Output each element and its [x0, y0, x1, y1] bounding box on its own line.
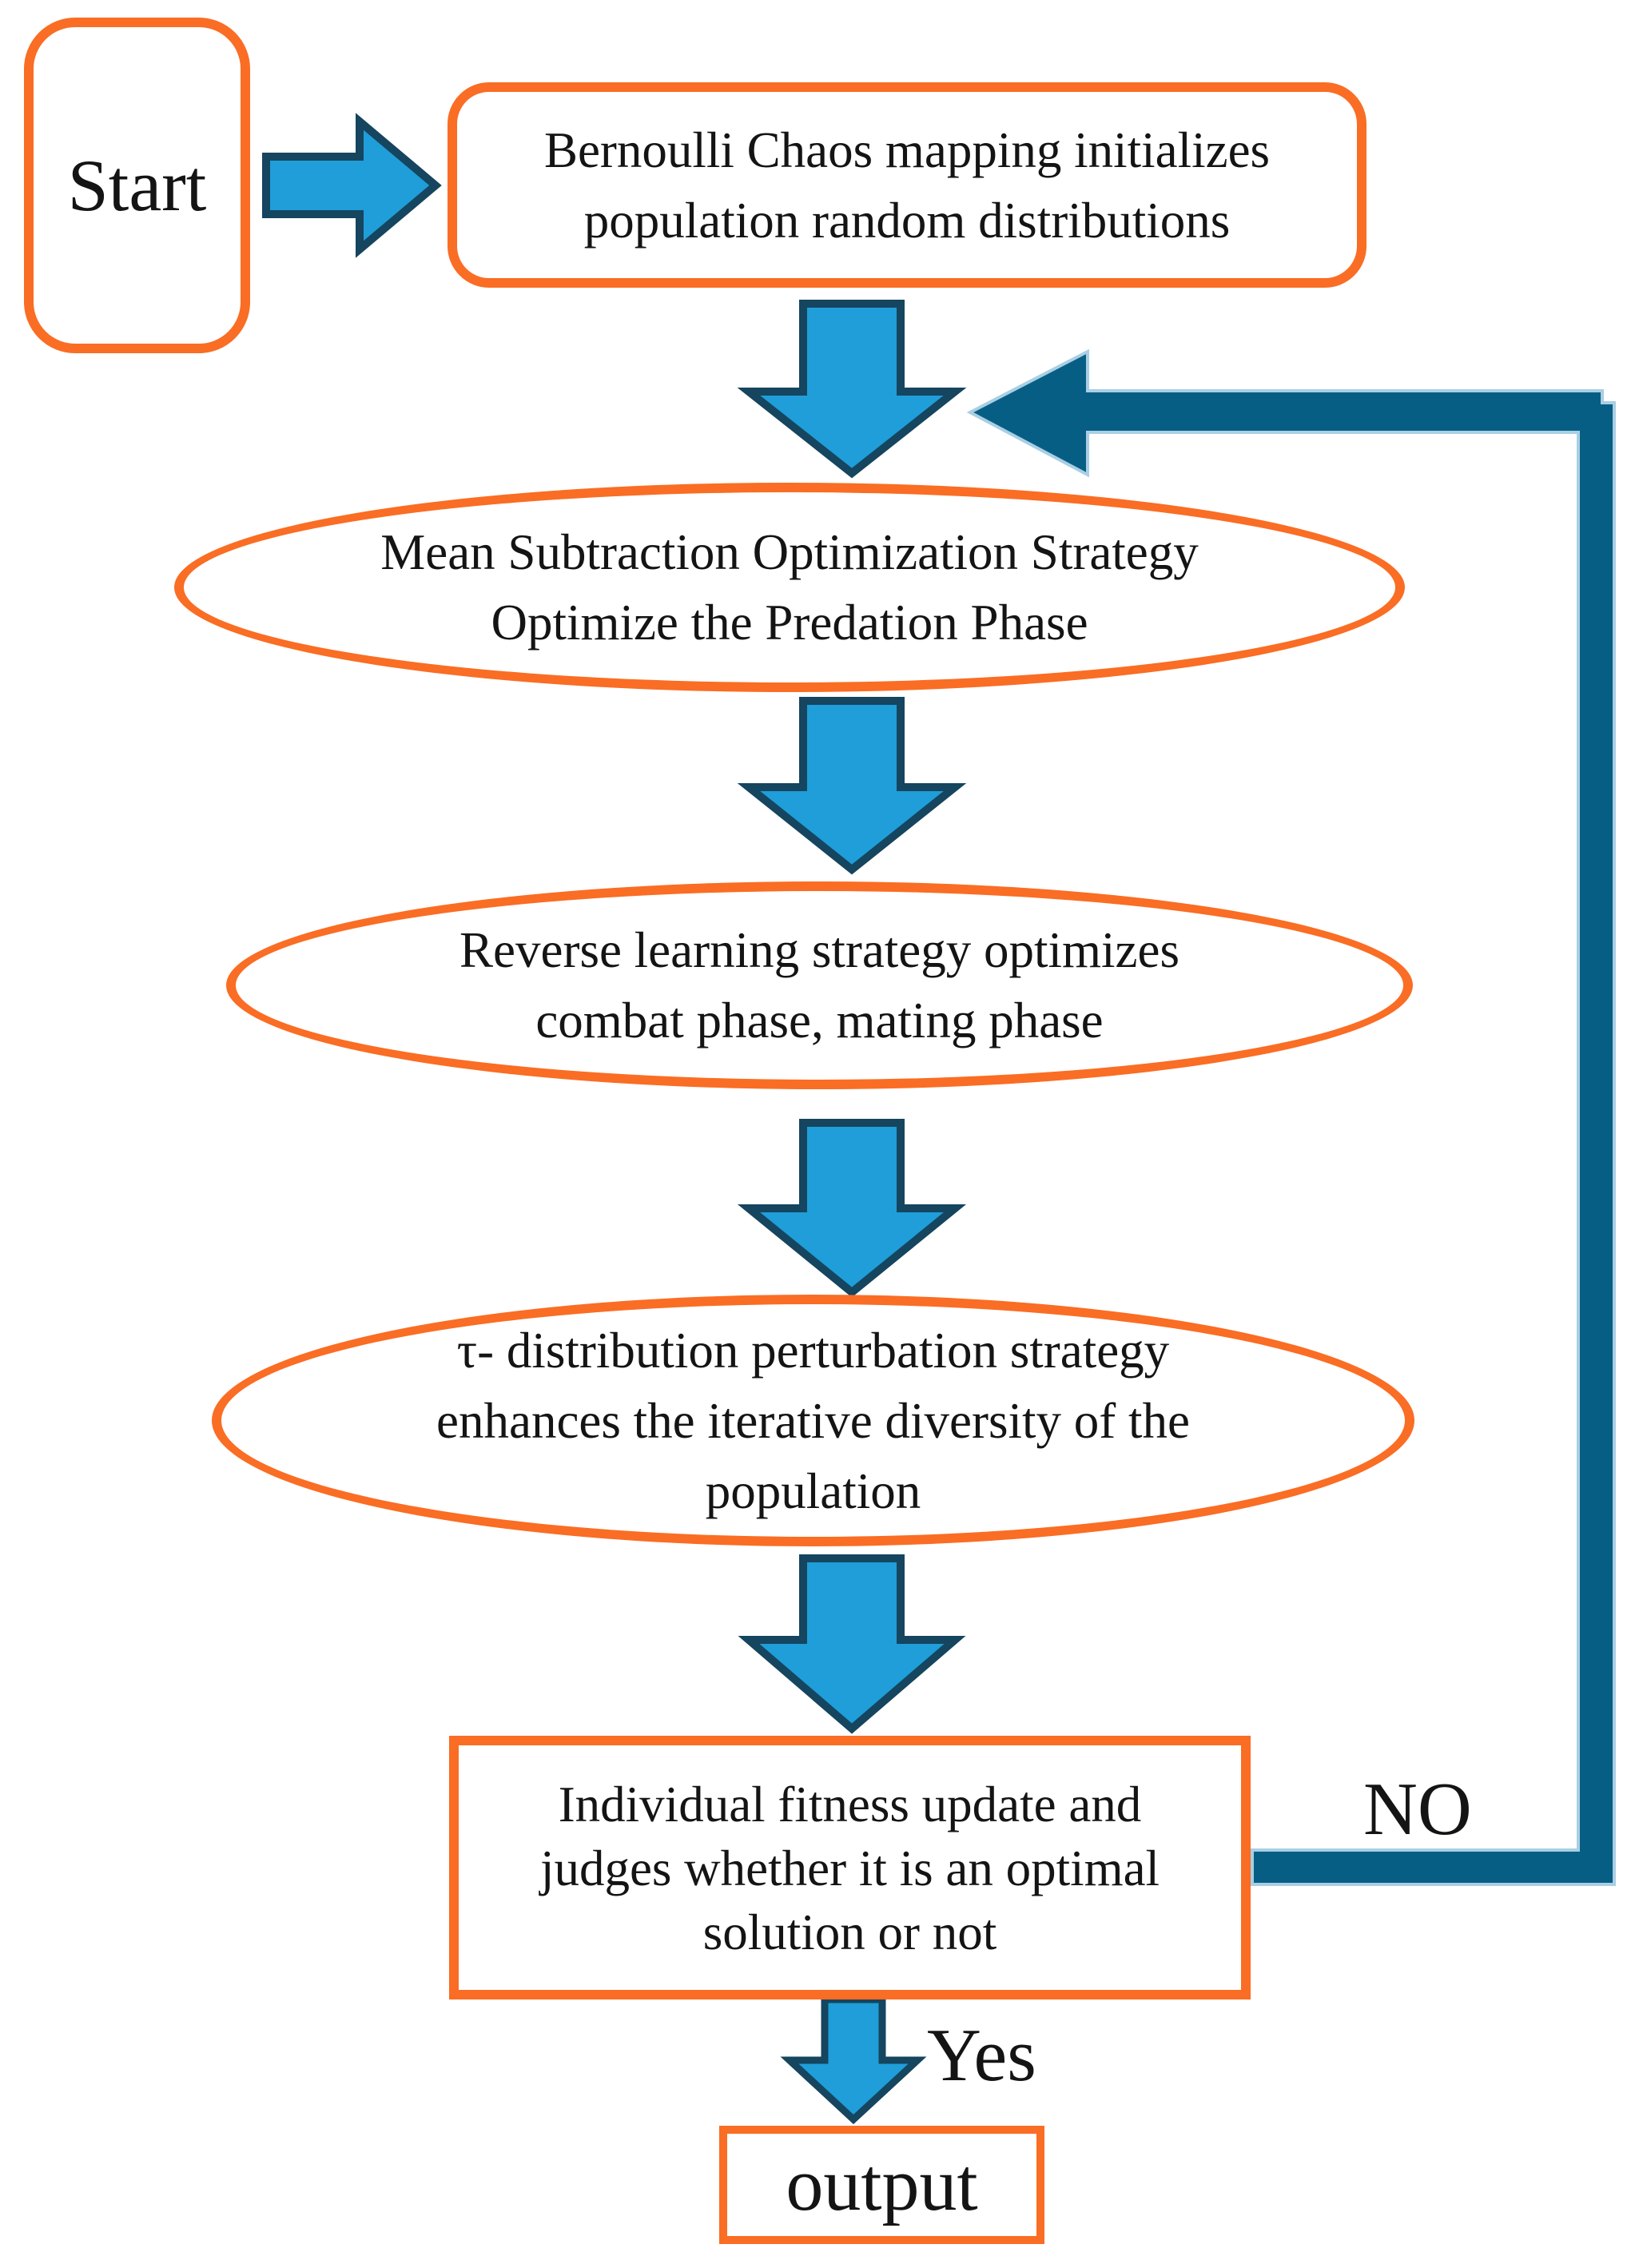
- edge-label-yes: Yes: [927, 2014, 1036, 2097]
- arrow-tau-to-fitness: [738, 1554, 966, 1734]
- arrow-init-to-predation: [737, 300, 967, 479]
- node-tau-line1: τ- distribution perturbation strategy: [456, 1322, 1170, 1379]
- node-start-label: Start: [67, 145, 207, 226]
- node-tau-ellipse: τ- distribution perturbation strategy en…: [212, 1295, 1414, 1546]
- node-init-line2: population random distributions: [583, 192, 1231, 249]
- node-predation-line1: Mean Subtraction Optimization Strategy: [380, 524, 1199, 580]
- node-start: Start: [24, 18, 250, 353]
- node-output: output: [719, 2126, 1044, 2244]
- node-reverse-line2: combat phase, mating phase: [535, 993, 1104, 1048]
- edge-label-no: NO: [1363, 1768, 1472, 1851]
- arrow-reverse-to-tau: [737, 1119, 967, 1298]
- node-fitness: Individual fitness update and judges whe…: [449, 1736, 1251, 1999]
- node-output-label: output: [786, 2143, 978, 2226]
- arrow-predation-to-reverse: [737, 697, 967, 875]
- node-fitness-line3: solution or not: [702, 1904, 997, 1960]
- node-reverse-ellipse: Reverse learning strategy optimizes comb…: [226, 881, 1413, 1089]
- node-fitness-line2: judges whether it is an optimal: [539, 1840, 1160, 1896]
- node-tau-line3: population: [705, 1462, 921, 1519]
- arrow-start-to-init: [262, 113, 442, 258]
- node-predation-ellipse: Mean Subtraction Optimization Strategy O…: [174, 483, 1405, 692]
- node-fitness-line1: Individual fitness update and: [558, 1777, 1142, 1832]
- loop-arrow-no: [966, 348, 1616, 1886]
- node-predation-line2: Optimize the Predation Phase: [491, 595, 1088, 651]
- node-init-line1: Bernoulli Chaos mapping initializes: [543, 121, 1271, 178]
- node-reverse-line1: Reverse learning strategy optimizes: [459, 922, 1180, 978]
- node-tau-line2: enhances the iterative diversity of the: [436, 1392, 1190, 1449]
- arrow-fitness-to-output-yes: [780, 1995, 927, 2125]
- node-init: Bernoulli Chaos mapping initializes popu…: [448, 82, 1366, 288]
